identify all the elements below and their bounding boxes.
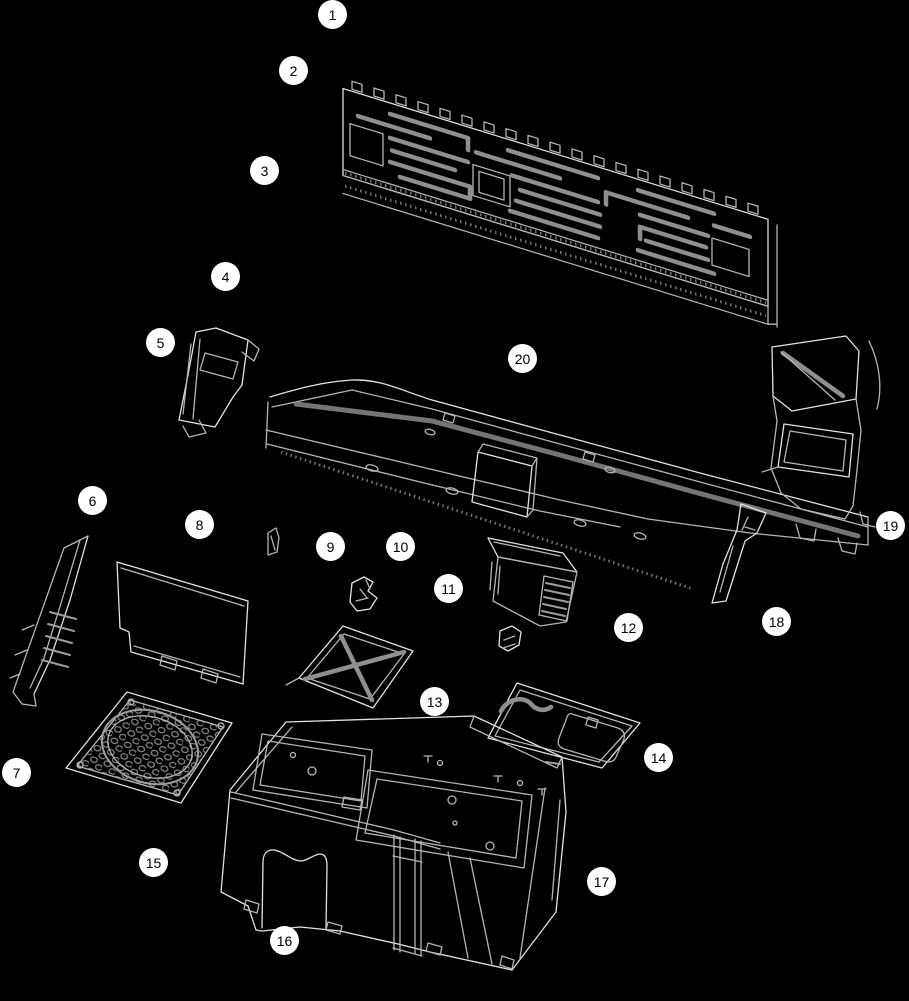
callout-6-number: 6 (88, 492, 97, 509)
callout-4-number: 4 (221, 268, 230, 285)
callout-10-number: 10 (392, 538, 409, 555)
callout-16-number: 16 (276, 932, 293, 949)
callout-7-number: 7 (12, 764, 21, 781)
callout-14: 14 (644, 743, 673, 772)
trim-strip (711, 503, 767, 604)
callout-15-number: 15 (145, 854, 162, 871)
callout-3: 3 (250, 156, 279, 185)
callout-18: 18 (762, 607, 791, 636)
callout-13-number: 13 (426, 693, 443, 710)
callout-1: 1 (318, 0, 347, 29)
hole-pattern (77, 700, 223, 795)
callout-18-number: 18 (768, 613, 785, 630)
corner-bracket (178, 327, 260, 438)
storage-box-body (220, 715, 567, 971)
maze-ribbed-front-panel (342, 80, 778, 328)
callout-13: 13 (420, 687, 449, 716)
small-angle-bracket (267, 527, 280, 556)
callout-12: 12 (614, 613, 643, 642)
small-clip-b (498, 625, 522, 652)
access-panel (116, 561, 249, 685)
callout-20-number: 20 (514, 350, 531, 367)
callout-5: 5 (146, 328, 175, 357)
callout-16: 16 (270, 926, 299, 955)
callout-8-number: 8 (195, 516, 204, 533)
grooved-floor-panel (487, 682, 641, 769)
callout-15: 15 (139, 848, 168, 877)
support-crossmember (265, 379, 876, 591)
callout-20: 20 (508, 344, 537, 373)
x-ribbed-plate (285, 625, 414, 709)
callout-19: 19 (876, 511, 905, 540)
callout-8: 8 (185, 510, 214, 539)
callout-11: 11 (434, 574, 463, 603)
callout-17-number: 17 (593, 873, 610, 890)
callout-2: 2 (279, 56, 308, 85)
callout-19-number: 19 (882, 517, 899, 534)
callout-7: 7 (2, 758, 31, 787)
right-side-panel (761, 335, 881, 520)
callout-17: 17 (587, 867, 616, 896)
callout-2-number: 2 (289, 62, 298, 79)
ribbed-mount-bracket (487, 537, 578, 627)
callout-4: 4 (211, 262, 240, 291)
callout-9: 9 (316, 532, 345, 561)
callout-11-number: 11 (441, 580, 456, 597)
callout-12-number: 12 (620, 619, 637, 636)
callout-5-number: 5 (156, 334, 165, 351)
left-side-panel (9, 535, 89, 707)
small-clip-a (349, 576, 378, 612)
callout-3-number: 3 (260, 162, 269, 179)
callout-10: 10 (386, 532, 415, 561)
callout-6: 6 (78, 486, 107, 515)
callout-9-number: 9 (326, 538, 335, 555)
callout-1-number: 1 (328, 6, 337, 23)
callout-14-number: 14 (650, 749, 667, 766)
perforated-grid-plate (65, 691, 233, 804)
